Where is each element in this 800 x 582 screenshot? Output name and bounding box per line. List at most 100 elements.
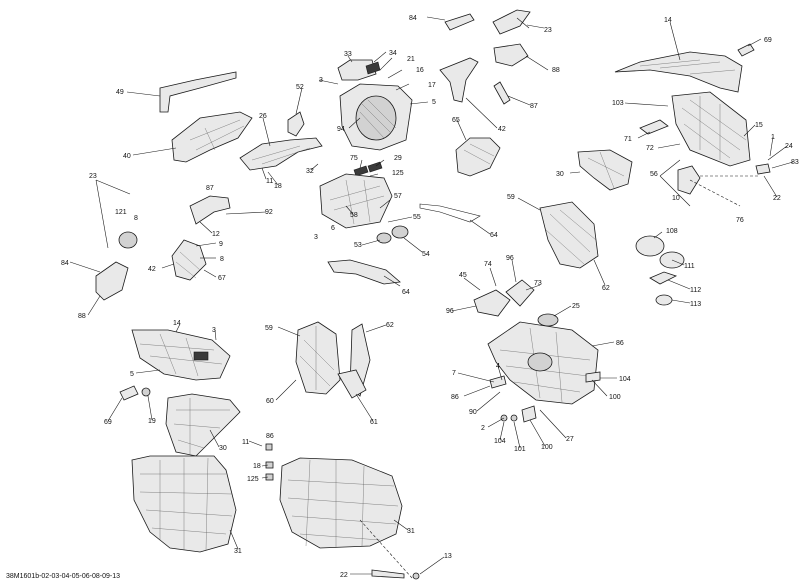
callout-112: 112	[690, 287, 701, 294]
part-30-lower-fairing	[165, 393, 241, 457]
callout-56: 56	[650, 171, 658, 178]
callout-42: 42	[498, 126, 506, 133]
callout-10: 10	[672, 195, 680, 202]
part-42-bracket	[439, 57, 479, 103]
part-59-lower	[295, 321, 341, 395]
part-59-windshield	[539, 201, 599, 269]
part-121-cap	[118, 231, 138, 249]
callout-1: 1	[771, 134, 775, 141]
part-22-right	[755, 163, 771, 175]
callout-18: 18	[274, 183, 282, 190]
callout-53: 53	[354, 242, 362, 249]
part-29	[367, 161, 383, 173]
callout-111: 111	[684, 263, 695, 270]
callout-17: 17	[428, 82, 436, 89]
callout-49: 49	[116, 89, 124, 96]
part-58-console	[319, 173, 393, 229]
callout-16: 16	[416, 67, 424, 74]
diagram-id-label: 38M1601b-02-03-04-05-06-08-09-13	[6, 573, 120, 580]
callout-57: 57	[394, 193, 402, 200]
callout-12: 12	[212, 231, 220, 238]
callout-94: 94	[337, 126, 345, 133]
part-52	[287, 111, 305, 137]
part-69-lower	[119, 385, 139, 401]
callout-6: 6	[331, 225, 335, 232]
callout-125-lower: 125	[247, 476, 259, 483]
part-53-ring	[376, 232, 392, 244]
callout-59-lower: 59	[265, 325, 273, 332]
callout-54: 54	[422, 251, 430, 258]
callout-18-lower: 18	[253, 463, 261, 470]
callout-90: 90	[469, 409, 477, 416]
callout-4: 4	[496, 363, 500, 370]
part-75	[353, 165, 369, 177]
callout-29: 29	[394, 155, 402, 162]
callout-104: 104	[619, 376, 631, 383]
callout-31-center: 31	[407, 528, 415, 535]
callout-64-lower: 64	[402, 289, 410, 296]
callout-24: 24	[785, 143, 793, 150]
callout-69: 69	[764, 37, 772, 44]
part-10	[677, 165, 701, 195]
callout-121: 121	[115, 209, 127, 216]
callout-84-left: 84	[61, 260, 69, 267]
part-86-right	[585, 371, 601, 383]
callout-8-lower: 8	[220, 256, 224, 263]
callout-14-lower: 14	[173, 320, 181, 327]
part-69-clip	[737, 43, 755, 57]
part-64-lower	[327, 259, 401, 285]
callout-76: 76	[736, 217, 744, 224]
callout-8: 8	[134, 215, 138, 222]
callout-11: 11	[266, 178, 273, 185]
callout-3-mid: 3	[314, 234, 318, 241]
part-65	[455, 137, 501, 177]
part-61-lower	[337, 369, 367, 399]
part-23-mirror	[492, 9, 531, 35]
callout-100: 100	[609, 394, 621, 401]
part-113	[655, 294, 673, 306]
callout-72: 72	[646, 145, 654, 152]
callout-96: 96	[506, 255, 514, 262]
callout-88: 88	[552, 67, 560, 74]
part-14-side-panel	[614, 51, 743, 93]
part-112	[649, 271, 678, 285]
part-25-ring	[537, 313, 559, 327]
part-40-fairing	[171, 111, 253, 163]
callout-26: 26	[259, 113, 267, 120]
callout-32: 32	[306, 168, 314, 175]
callout-103: 103	[612, 100, 624, 107]
callout-75: 75	[350, 155, 358, 162]
callout-58: 58	[350, 212, 358, 219]
part-71	[639, 119, 669, 135]
part-86-small	[265, 443, 273, 451]
callout-62: 62	[602, 285, 610, 292]
callout-5-lower: 5	[130, 371, 134, 378]
callout-33: 33	[344, 51, 352, 58]
callout-64: 64	[490, 232, 498, 239]
callout-21: 21	[407, 56, 415, 63]
callout-87-left: 87	[206, 185, 214, 192]
callout-74: 74	[484, 261, 492, 268]
part-86	[489, 375, 507, 389]
callout-27: 27	[566, 436, 574, 443]
callout-30: 30	[556, 171, 564, 178]
callout-11-lower: 11	[242, 439, 249, 446]
part-88-left	[95, 261, 129, 301]
part-96-bracket	[473, 289, 511, 317]
callout-73: 73	[534, 280, 542, 287]
callout-31-left: 31	[234, 548, 242, 555]
part-30-fairing	[577, 149, 633, 191]
part-54-ring	[391, 225, 409, 239]
callout-23-left: 23	[89, 173, 97, 180]
callout-23: 23	[544, 27, 552, 34]
callout-5: 5	[432, 99, 436, 106]
part-100	[521, 405, 537, 423]
callout-86-lower: 86	[451, 394, 459, 401]
part-26-visor	[239, 137, 323, 171]
callout-108: 108	[666, 228, 678, 235]
callout-125: 125	[392, 170, 404, 177]
callout-45: 45	[459, 272, 467, 279]
callout-104-lower: 104	[494, 438, 506, 445]
